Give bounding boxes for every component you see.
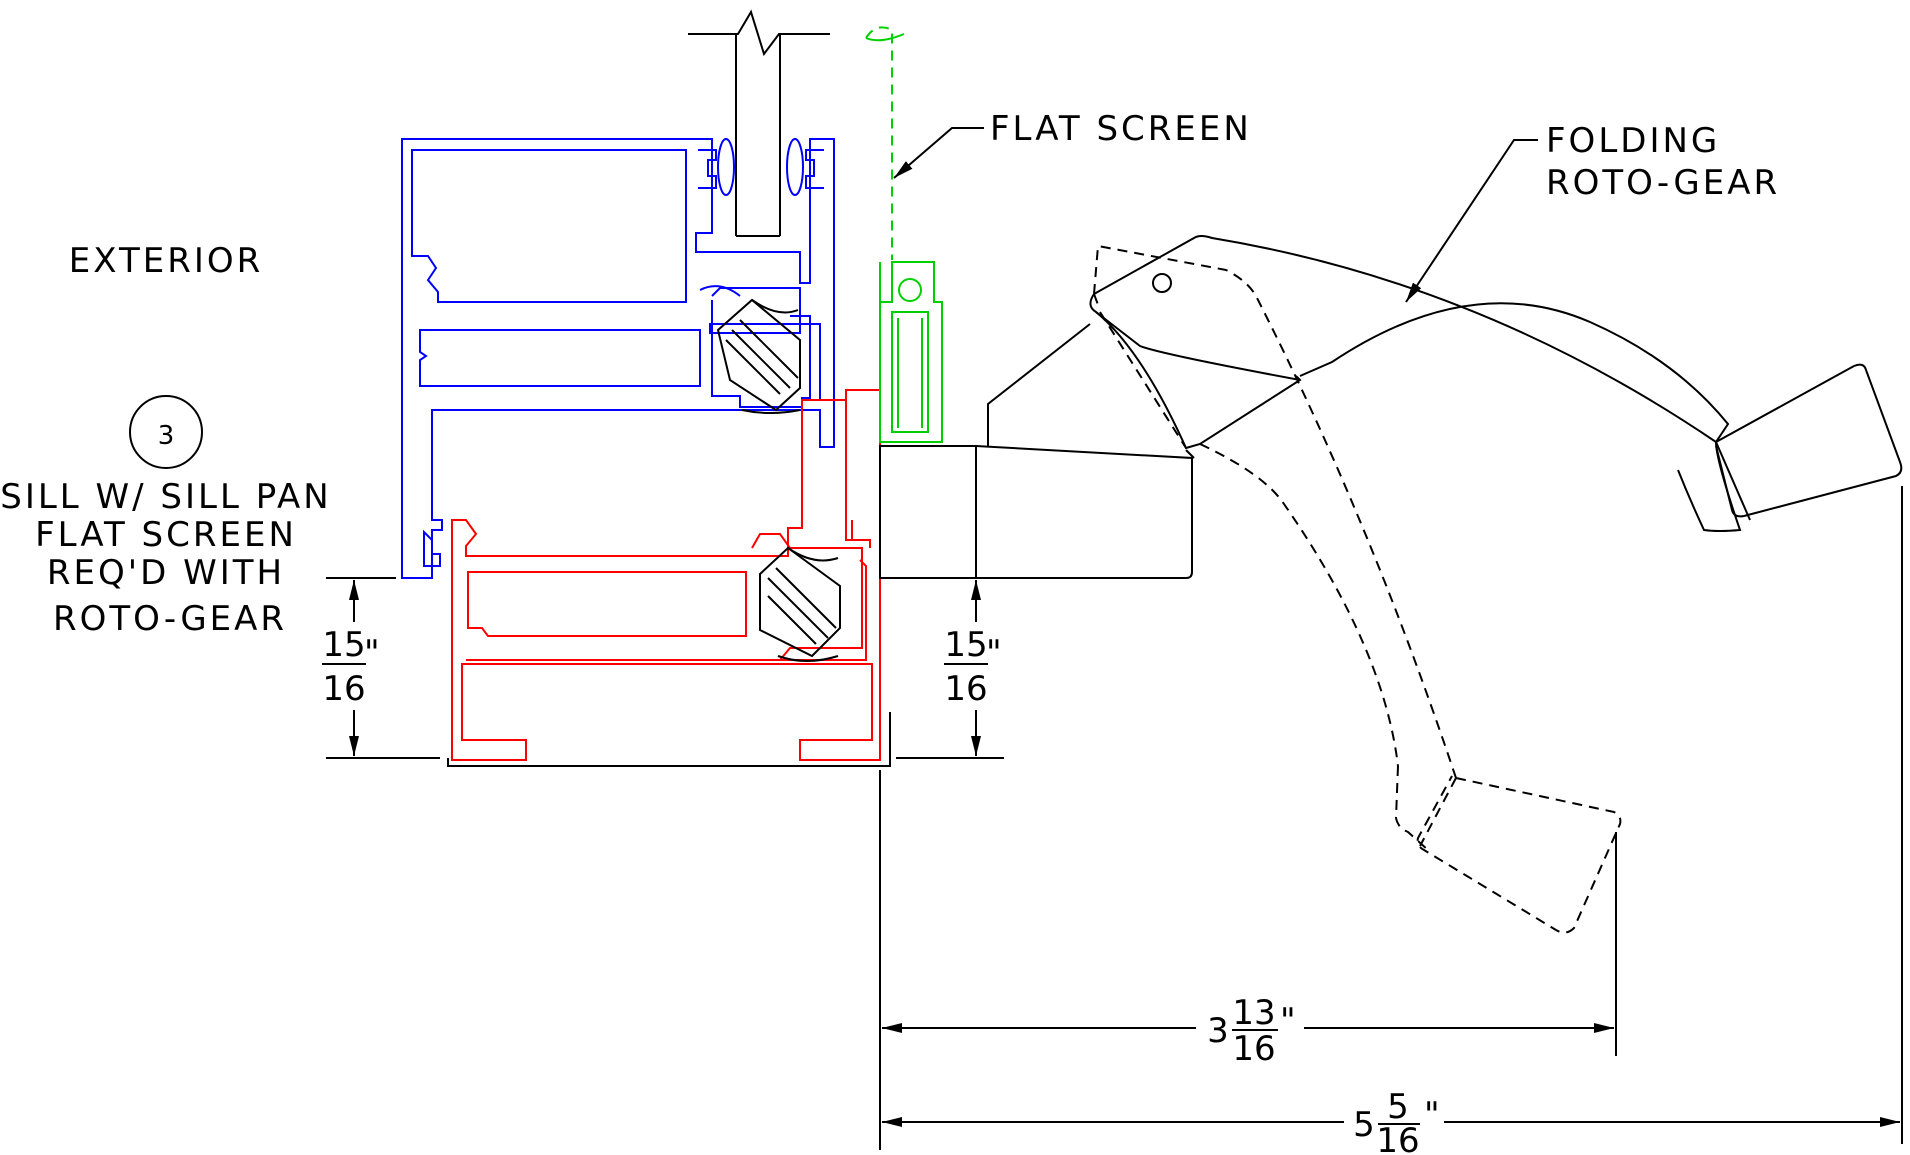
glass-pane [688,9,830,237]
left-height-dimension: 15 16 " [322,625,380,709]
svg-text:": " [364,633,380,673]
folded-width-dimension: 3 13 16 " [1207,993,1295,1069]
roto-gear-base [879,323,1195,579]
svg-text:15: 15 [322,625,365,665]
svg-text:16: 16 [322,669,365,709]
dimension-lines [326,486,1903,1150]
roto-gear-handle-open [1093,244,1622,934]
flat-screen-label: FLAT SCREEN [990,109,1252,149]
svg-text:": " [986,633,1002,673]
svg-text:13: 13 [1232,993,1275,1033]
svg-text:5: 5 [1387,1087,1409,1127]
roto-gear-handle-folded [1089,235,1903,532]
detail-bubble [129,395,203,469]
svg-text:15: 15 [944,625,987,665]
folding-label-line-1: FOLDING [1546,121,1720,161]
flat-screen [865,26,943,443]
detail-number: 3 [158,421,175,451]
detail-title-line-2: FLAT SCREEN [35,515,297,555]
folding-label-line-2: ROTO-GEAR [1546,163,1780,203]
svg-text:16: 16 [1232,1029,1275,1069]
right-height-dimension: 15 16 " [944,625,1002,709]
detail-title-line-4: ROTO-GEAR [53,599,287,639]
svg-text:5: 5 [1353,1105,1375,1145]
svg-text:": " [1424,1095,1440,1135]
open-width-dimension: 5 5 16 " [1353,1087,1439,1155]
frame-profile [451,389,881,761]
leader-lines [893,127,1538,303]
detail-title-line-1: SILL W/ SILL PAN [0,477,332,517]
lower-weatherstrip [759,546,841,662]
svg-text:16: 16 [944,669,987,709]
svg-text:16: 16 [1376,1121,1419,1155]
svg-text:3: 3 [1207,1011,1229,1051]
exterior-label: EXTERIOR [69,241,263,281]
detail-title-line-3: REQ'D WITH [47,553,285,593]
sash-profile [401,138,835,579]
upper-weatherstrip [716,298,801,414]
sill-pan [447,712,891,767]
svg-text:": " [1280,1001,1296,1041]
